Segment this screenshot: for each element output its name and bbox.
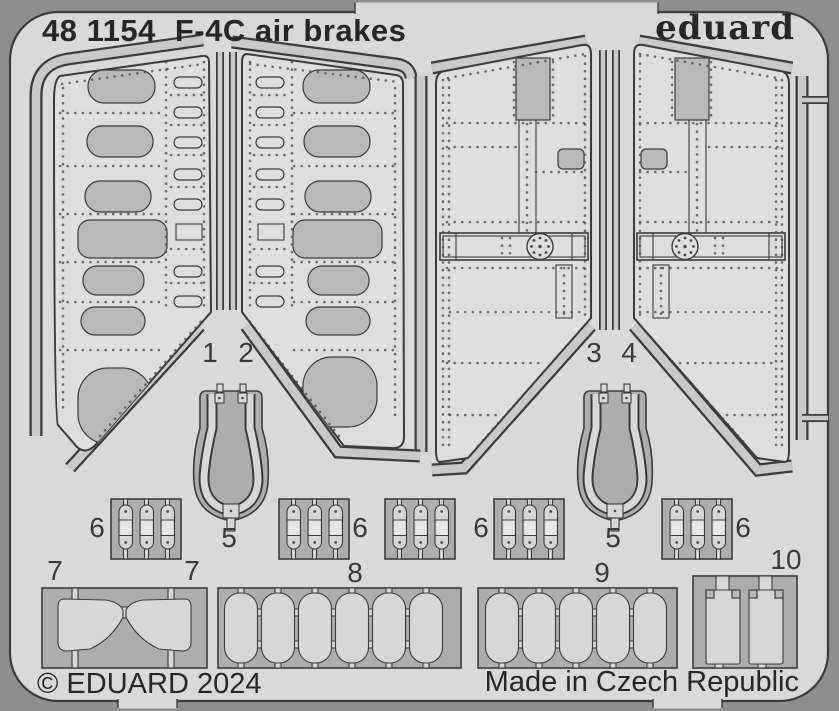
copyright-text: © EDUARD 2024 (37, 668, 262, 700)
part-number-label: 5 (605, 522, 621, 553)
panel-part-2 (241, 52, 406, 450)
part-number-label: 4 (621, 337, 637, 368)
catalog-number: 48 1154 (42, 13, 156, 48)
plate-part-6-c (384, 498, 456, 560)
bracket-part-5-left (194, 384, 269, 531)
plate-part-6-a (110, 498, 182, 560)
part-number-label: 6 (352, 512, 368, 543)
plate-part-6-b (278, 498, 350, 560)
part-number-label: 6 (735, 512, 751, 543)
part-number-label: 10 (770, 544, 802, 575)
part-number-label: 3 (586, 337, 602, 368)
part-number-label: 6 (89, 512, 105, 543)
fret-rails (29, 33, 828, 477)
plate-part-9 (477, 587, 678, 669)
part-number-label: 2 (238, 337, 254, 368)
sheet-title: 48 1154 F-4C air brakes (42, 13, 406, 49)
plate-part-7 (41, 587, 208, 669)
part-number-label: 6 (473, 512, 489, 543)
part-number-label: 1 (202, 337, 218, 368)
panel-part-3 (435, 43, 592, 464)
plate-part-10 (692, 575, 798, 669)
panel-part-1 (52, 54, 213, 452)
part-number-label: 7 (184, 555, 200, 586)
panel-part-4 (633, 43, 790, 464)
plate-part-6-d (493, 498, 565, 560)
part-number-label: 9 (594, 557, 610, 588)
brand-logo: eduard (655, 8, 795, 48)
origin-text: Made in Czech Republic (484, 666, 799, 698)
part-number-label: 5 (221, 522, 237, 553)
product-name: F-4C air brakes (174, 13, 407, 48)
plate-part-6-e (661, 498, 733, 560)
plate-part-8 (217, 587, 462, 669)
part-number-label: 7 (47, 555, 63, 586)
part-number-label: 8 (347, 557, 363, 588)
bracket-part-5-right (578, 384, 653, 531)
